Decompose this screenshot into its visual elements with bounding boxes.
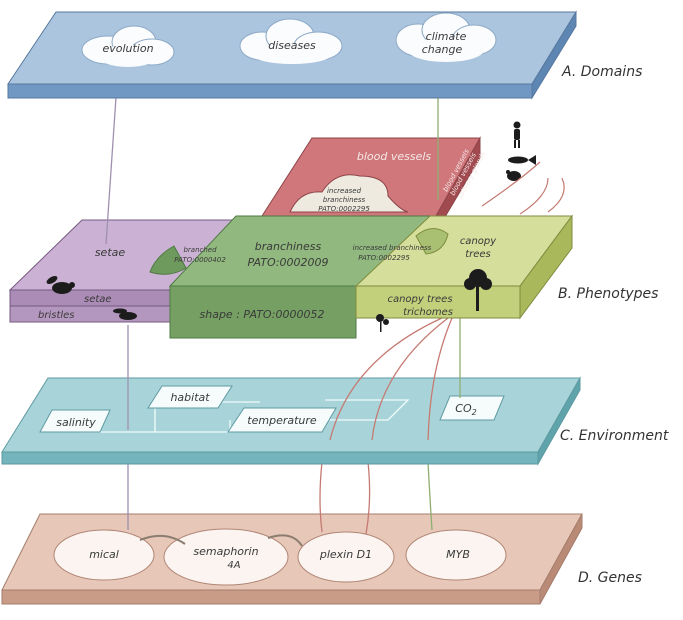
- bristles-side-label: bristles: [38, 310, 75, 321]
- mouse-silhouette: [506, 170, 521, 181]
- phenotypes-layer: blood vessels increased branchiness PATO…: [8, 121, 658, 339]
- environment-plate-front: [1, 451, 539, 465]
- organism-link-3: [547, 177, 565, 213]
- phenotypes-layer-label: B. Phenotypes: [558, 286, 658, 302]
- canopy-top-label-1: canopy: [460, 236, 497, 247]
- gene-semaphorin-label: semaphorin: [193, 545, 258, 558]
- shape-side-label: shape : PATO:0000052: [200, 308, 325, 321]
- gene-myb-label: MYB: [446, 548, 470, 561]
- gene-semaphorin: [163, 528, 289, 586]
- cloud-diseases: [239, 18, 343, 64]
- env-temperature-label: temperature: [247, 414, 317, 427]
- branch-piece-notch-left: [149, 245, 187, 275]
- human-silhouette: [513, 121, 521, 148]
- fly-silhouette: [46, 276, 75, 294]
- branch-piece-front: [169, 285, 357, 339]
- domains-layer-label: A. Domains: [561, 64, 642, 80]
- env-salinity-box: [39, 409, 111, 433]
- domains-plate-front: [7, 83, 533, 99]
- domains-layer: evolution diseases climate change A. Dom…: [7, 10, 642, 100]
- fish-silhouette: [508, 155, 536, 165]
- link-temperature-plexin-1: [319, 461, 323, 533]
- env-co2-box: [439, 395, 505, 421]
- link-trichome-temp-1: [329, 317, 443, 441]
- link-temperature-plexin-2: [365, 461, 371, 535]
- branchiness-label-1: branchiness: [255, 240, 322, 253]
- cloud-evolution: [81, 25, 175, 67]
- link-env-myb: [427, 461, 433, 531]
- canopy-term-2: PATO:0002295: [358, 254, 410, 262]
- gene-mical-label: mical: [89, 548, 119, 561]
- env-co2-subscript: 2: [472, 408, 477, 417]
- organism-link-2: [519, 177, 549, 215]
- tree-silhouette: [464, 269, 492, 311]
- plant-silhouette: [376, 314, 389, 332]
- environment-layer: salinity habitat temperature CO2 C. Envi…: [1, 376, 669, 466]
- gene-semaphorin-label-2: 4A: [227, 560, 240, 571]
- vessel-piece-cutout: [289, 174, 409, 213]
- canopy-top-label-2: trees: [465, 249, 491, 260]
- domain-evolution-label: evolution: [102, 42, 153, 55]
- domain-diseases-label: diseases: [268, 39, 316, 52]
- organism-links: [481, 161, 565, 215]
- genes-layer: mical semaphorin 4A plexin D1 MYB D. Gen…: [1, 513, 642, 605]
- bee-silhouette: [113, 308, 137, 320]
- canopy-term-1: increased branchiness: [353, 244, 432, 252]
- gene-mical: [53, 529, 155, 581]
- trichomes-side-label: trichomes: [403, 307, 453, 318]
- env-co2-label: CO2: [455, 402, 476, 417]
- branched-label-2: PATO:0000402: [174, 256, 226, 264]
- environment-plate-side: [537, 376, 581, 466]
- setae-side-label: setae: [84, 294, 112, 305]
- link-trichome-env: [427, 317, 453, 441]
- genes-layer-label: D. Genes: [578, 570, 642, 586]
- env-habitat-box: [147, 385, 233, 409]
- env-habitat-label: habitat: [170, 391, 210, 404]
- link-trichome-temp-2: [371, 317, 449, 441]
- vessel-term-2: branchiness: [323, 196, 366, 204]
- domain-climate-label-1: climate: [426, 30, 467, 43]
- genes-plate-front: [1, 589, 541, 605]
- gene-link-2: [267, 534, 303, 547]
- branched-label-1: branched: [183, 246, 217, 254]
- domains-plate-side: [531, 10, 577, 100]
- env-salinity-label: salinity: [56, 416, 96, 429]
- organism-link-1: [481, 161, 541, 207]
- gene-plexin-label: plexin D1: [319, 548, 372, 561]
- branchiness-label-2: PATO:0002009: [247, 256, 328, 269]
- environment-layer-label: C. Environment: [560, 428, 669, 444]
- cloud-climate: [395, 12, 497, 62]
- canopy-side-label: canopy trees: [387, 294, 452, 305]
- vessel-term-1: increased: [327, 187, 362, 195]
- vessel-top-label: blood vessels: [357, 150, 432, 163]
- env-line-3: [322, 399, 410, 421]
- canopy-piece-side: [519, 214, 573, 320]
- gene-link-1: [139, 534, 186, 545]
- domain-climate-label-2: change: [422, 43, 463, 56]
- pheno-to-env-lines: [127, 316, 461, 441]
- environment-network: [79, 399, 410, 433]
- canopy-piece-notch: [415, 228, 449, 255]
- setae-piece-front-2: [9, 305, 171, 323]
- env-to-gene-lines: [127, 461, 433, 535]
- env-temperature-box: [227, 407, 337, 433]
- gene-myb: [405, 529, 507, 581]
- vessel-term-3: PATO:0002295: [318, 205, 370, 213]
- genes-plate-side: [539, 513, 583, 605]
- setae-top-label: setae: [95, 246, 126, 259]
- env-co2-text: CO: [455, 402, 472, 415]
- gene-plexin: [297, 531, 395, 583]
